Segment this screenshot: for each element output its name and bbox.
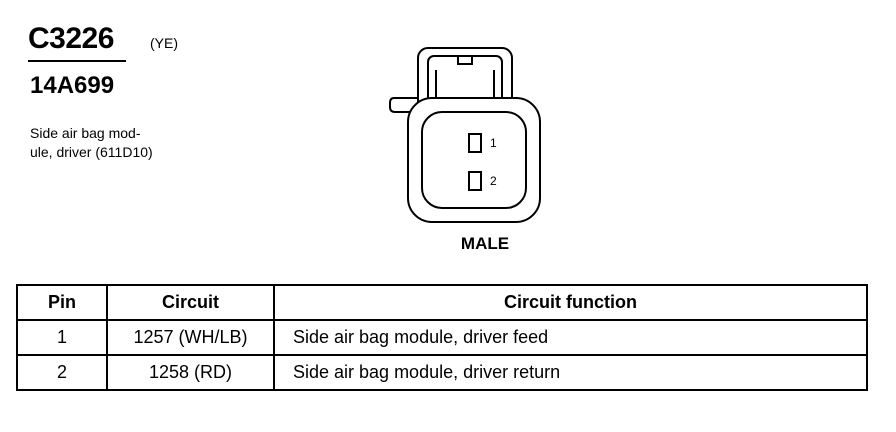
connector-gender: MALE bbox=[460, 234, 510, 253]
table-row: 1 1257 (WH/LB) Side air bag module, driv… bbox=[16, 319, 868, 356]
circuit-cell: 1257 (WH/LB) bbox=[106, 319, 275, 356]
table-header-row: Pin Circuit Circuit function bbox=[16, 284, 868, 321]
pin-1-terminal bbox=[468, 133, 482, 153]
pinout-table: Pin Circuit Circuit function 1 1257 (WH/… bbox=[16, 284, 868, 391]
connector-body-inner bbox=[421, 111, 527, 209]
pin-2-label: 2 bbox=[490, 174, 497, 188]
connector-latch-tab bbox=[389, 97, 420, 113]
pin-cell: 2 bbox=[16, 354, 108, 391]
column-header-function: Circuit function bbox=[273, 284, 868, 321]
title-underline bbox=[28, 60, 126, 62]
function-cell: Side air bag module, driver return bbox=[273, 354, 868, 391]
circuit-cell: 1258 (RD) bbox=[106, 354, 275, 391]
pin-1-label: 1 bbox=[490, 136, 497, 150]
pin-2-terminal bbox=[468, 171, 482, 191]
part-number: 14A699 bbox=[30, 72, 115, 99]
connector-id: C3226 bbox=[28, 22, 114, 55]
connector-lock-notch bbox=[457, 55, 473, 65]
column-header-circuit: Circuit bbox=[106, 284, 275, 321]
connector-color: (YE) bbox=[150, 35, 178, 51]
function-cell: Side air bag module, driver feed bbox=[273, 319, 868, 356]
pin-cell: 1 bbox=[16, 319, 108, 356]
column-header-pin: Pin bbox=[16, 284, 108, 321]
connector-face-drawing bbox=[389, 47, 541, 223]
connector-diagram: 1 2 bbox=[380, 40, 560, 230]
table-row: 2 1258 (RD) Side air bag module, driver … bbox=[16, 354, 868, 391]
connector-description: Side air bag mod- ule, driver (611D10) bbox=[30, 125, 153, 160]
